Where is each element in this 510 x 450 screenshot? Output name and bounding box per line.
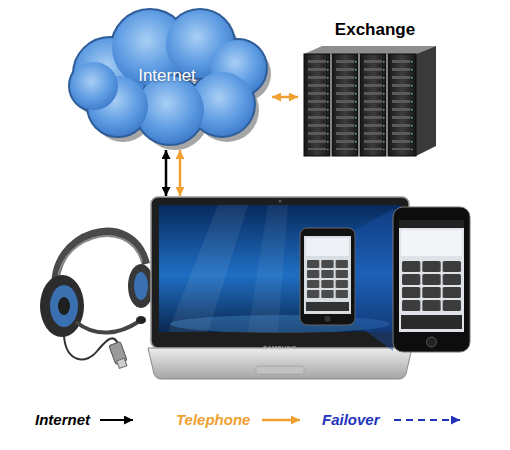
zoom-projection bbox=[355, 209, 393, 351]
legend-entry: Internet bbox=[35, 411, 90, 429]
legend-samples bbox=[100, 420, 460, 421]
ear-cup bbox=[128, 264, 154, 308]
server-rack-illustration bbox=[298, 20, 438, 162]
legend-label: Internet bbox=[35, 411, 90, 428]
legend-line bbox=[394, 419, 460, 421]
laptop-illustration bbox=[148, 196, 412, 382]
laptop-camera bbox=[279, 200, 282, 203]
cloud-node: Internet bbox=[62, 2, 272, 150]
legend-entry: Telephone bbox=[176, 411, 250, 429]
usb-connector bbox=[117, 358, 127, 368]
drive-bays bbox=[304, 58, 414, 150]
brand-label: SAMSUNG bbox=[263, 344, 297, 352]
link-arrow bbox=[272, 96, 298, 99]
mic-boom bbox=[76, 322, 138, 333]
legend-label: Telephone bbox=[176, 411, 250, 428]
headset-illustration bbox=[40, 232, 154, 369]
cloud-outline bbox=[70, 10, 266, 144]
mic-tip bbox=[136, 316, 146, 324]
legend-line bbox=[262, 419, 300, 422]
ear-center bbox=[58, 297, 70, 315]
server-label: Exchange bbox=[335, 20, 415, 40]
ear-pad bbox=[50, 285, 78, 327]
legend-line bbox=[100, 419, 133, 421]
cloud-fill bbox=[70, 10, 266, 144]
ear-pad bbox=[134, 272, 148, 300]
server-node: Exchange bbox=[298, 20, 438, 162]
link-arrow bbox=[179, 150, 182, 196]
rack-towers bbox=[304, 54, 416, 156]
ear-cup bbox=[40, 275, 84, 337]
rack-side bbox=[416, 46, 436, 156]
laptop-node: SAMSUNG bbox=[148, 196, 412, 382]
legend-entry: Failover bbox=[322, 411, 380, 429]
screen-ray bbox=[248, 205, 288, 332]
touchpad bbox=[256, 366, 304, 374]
link-arrow bbox=[165, 150, 168, 196]
rack-top bbox=[304, 46, 436, 54]
screen-ray bbox=[168, 205, 248, 332]
legend-label: Failover bbox=[322, 411, 380, 428]
cloud-label: Internet bbox=[138, 66, 196, 86]
laptop-base bbox=[148, 348, 412, 379]
softphone-enlarged bbox=[393, 207, 470, 352]
softphone-on-screen bbox=[300, 228, 355, 325]
